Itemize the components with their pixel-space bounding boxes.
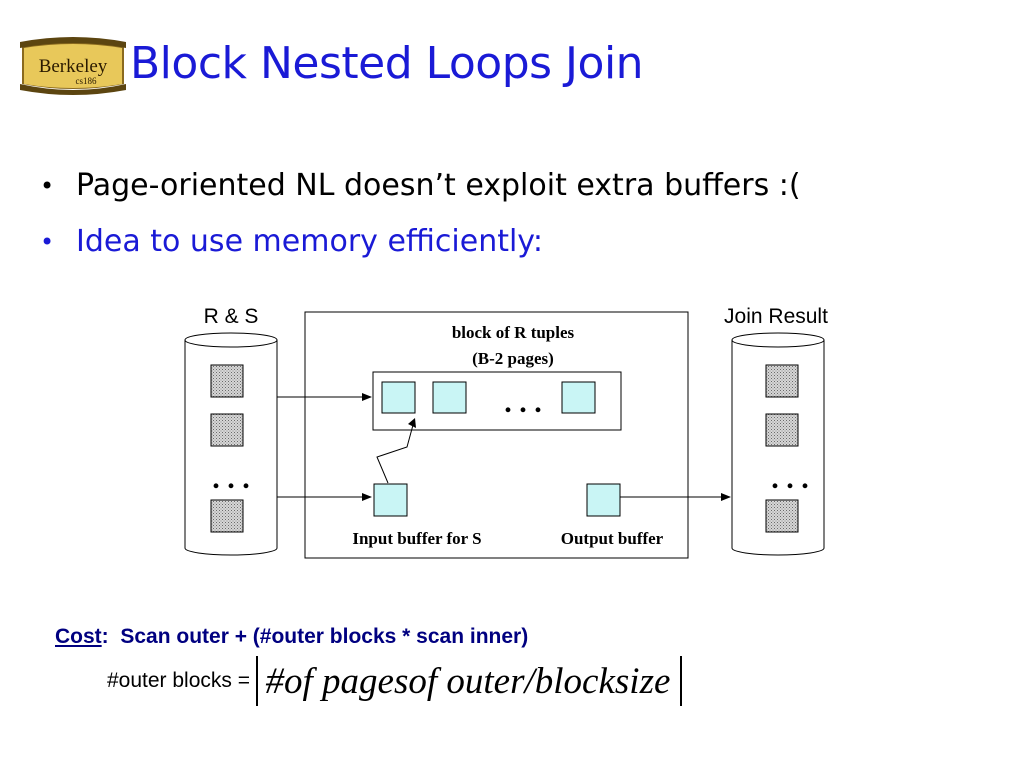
input-disk: . . . bbox=[184, 332, 278, 556]
input-buffer bbox=[373, 483, 408, 517]
r-block-ellipsis: . . . bbox=[504, 386, 542, 419]
output-buffer bbox=[586, 483, 621, 517]
match-lightning bbox=[376, 424, 414, 484]
bullet-dot: • bbox=[40, 228, 55, 256]
disk-page bbox=[210, 364, 244, 398]
formula-expression: #of pagesof outer/blocksize bbox=[265, 660, 671, 702]
main-memory-box bbox=[304, 311, 689, 559]
logo-subtext: cs186 bbox=[76, 76, 97, 86]
disk-page bbox=[765, 364, 799, 398]
disk-ellipsis: . . . bbox=[212, 462, 250, 495]
bullet-item: • Page-oriented NL doesn’t exploit extra… bbox=[40, 158, 801, 214]
output-disk: . . . bbox=[731, 332, 825, 556]
floor-bar-left bbox=[256, 656, 258, 706]
r-block-page bbox=[381, 381, 416, 414]
input-disk-label: R & S bbox=[204, 305, 259, 328]
outer-blocks-formula: #outer blocks = #of pagesof outer/blocks… bbox=[107, 655, 682, 707]
bullet-list: • Page-oriented NL doesn’t exploit extra… bbox=[40, 158, 801, 270]
bullet-text: Page-oriented NL doesn’t exploit extra b… bbox=[76, 168, 801, 203]
r-block-page bbox=[561, 381, 596, 414]
output-buffer-label: Output buffer bbox=[561, 529, 664, 548]
berkeley-logo: Berkeley cs186 bbox=[20, 37, 126, 95]
input-buffer-label: Input buffer for S bbox=[352, 529, 481, 548]
cost-text: Scan outer + (#outer blocks * scan inner… bbox=[120, 625, 529, 648]
cost-formula: Cost: Scan outer + (#outer blocks * scan… bbox=[55, 625, 528, 649]
formula-label: #outer blocks = bbox=[107, 669, 251, 692]
floor-bar-right bbox=[680, 656, 682, 706]
bullet-text: Idea to use memory efficiently: bbox=[76, 224, 543, 259]
disk-page bbox=[765, 499, 799, 533]
cost-key: Cost bbox=[55, 625, 102, 648]
disk-ellipsis: . . . bbox=[771, 462, 809, 495]
logo-text: Berkeley bbox=[39, 56, 108, 77]
bullet-item: • Idea to use memory efficiently: bbox=[40, 214, 801, 270]
bullet-dot: • bbox=[40, 172, 55, 200]
cost-colon: : bbox=[101, 625, 109, 648]
slide-title: Block Nested Loops Join bbox=[130, 38, 644, 89]
disk-page bbox=[765, 413, 799, 447]
disk-page bbox=[210, 413, 244, 447]
output-disk-label: Join Result bbox=[724, 305, 828, 328]
r-block-page bbox=[432, 381, 467, 414]
disk-page bbox=[210, 499, 244, 533]
block-label-line2: (B-2 pages) bbox=[472, 349, 554, 368]
block-label-line1: block of R tuples bbox=[452, 323, 575, 342]
